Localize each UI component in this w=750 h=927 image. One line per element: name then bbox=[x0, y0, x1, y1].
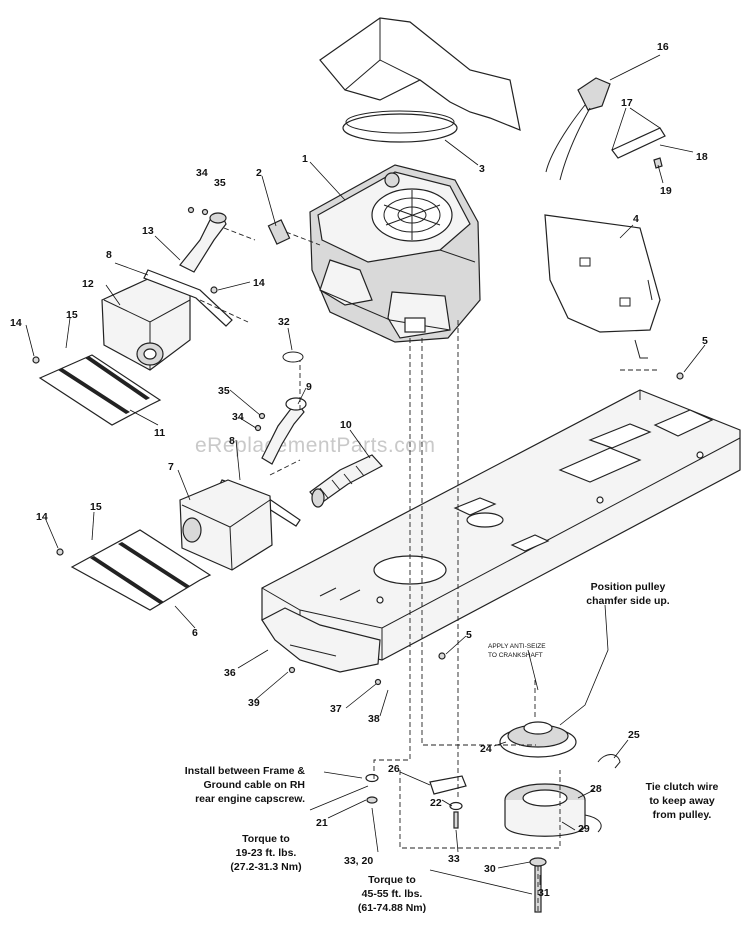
air-filter-shroud bbox=[319, 17, 521, 143]
callout-13: 13 bbox=[142, 225, 154, 237]
gasket-32 bbox=[282, 351, 304, 363]
callout-25: 25 bbox=[628, 729, 640, 741]
electric-clutch bbox=[504, 783, 602, 837]
pulley-bracket bbox=[429, 775, 467, 795]
callout-35-upper: 35 bbox=[214, 177, 226, 189]
throttle-cable bbox=[545, 77, 666, 181]
callout-2: 2 bbox=[256, 167, 262, 179]
torque1-note-line-1: Torque to bbox=[242, 833, 290, 845]
exhaust-pipe-upper bbox=[179, 212, 227, 273]
callout-36: 36 bbox=[224, 667, 236, 679]
screw-34-upper bbox=[187, 206, 195, 214]
heat-shield-plate bbox=[544, 214, 661, 359]
callout-15-upper: 15 bbox=[66, 309, 78, 321]
callout-6: 6 bbox=[192, 627, 198, 639]
bolt-33 bbox=[453, 811, 459, 829]
annotation-notes: Position pulley chamfer side up. APPLY A… bbox=[185, 581, 719, 914]
lower-heat-shield bbox=[70, 529, 212, 611]
callout-11: 11 bbox=[154, 427, 165, 439]
frame bbox=[261, 389, 741, 673]
callout-8-upper: 8 bbox=[106, 249, 112, 261]
callout-3: 3 bbox=[479, 163, 485, 175]
callout-18: 18 bbox=[696, 151, 708, 163]
callout-30: 30 bbox=[484, 863, 496, 875]
callout-4: 4 bbox=[633, 213, 639, 225]
washer-30 bbox=[529, 857, 547, 867]
bolt-5-frame bbox=[438, 652, 446, 660]
exhaust-elbow bbox=[261, 397, 307, 465]
callout-9: 9 bbox=[306, 381, 312, 393]
upper-heat-shield bbox=[38, 354, 162, 426]
callout-numbers: 1 2 3 4 5 5 6 7 8 8 9 10 11 12 13 14 14 … bbox=[10, 41, 708, 899]
nut-14-mid bbox=[210, 286, 218, 294]
torque2-note-line-1: Torque to bbox=[368, 874, 416, 886]
screw-35-upper bbox=[201, 208, 209, 216]
flex-pipe bbox=[309, 454, 383, 508]
pulley-note-line-1: Position pulley bbox=[591, 581, 666, 593]
clutch-note-line-3: from pulley. bbox=[653, 809, 712, 821]
callout-16: 16 bbox=[657, 41, 669, 53]
callout-1: 1 bbox=[302, 153, 308, 165]
install-note-line-1: Install between Frame & bbox=[185, 765, 306, 777]
callout-29: 29 bbox=[578, 823, 590, 835]
callout-14-lower: 14 bbox=[36, 511, 48, 523]
washer-21 bbox=[365, 773, 379, 783]
callout-14-mid: 14 bbox=[253, 277, 265, 289]
nut-14-lower bbox=[56, 548, 64, 556]
callout-33-20: 33, 20 bbox=[344, 855, 373, 867]
nut-14-upper bbox=[32, 356, 40, 364]
install-note-line-3: rear engine capscrew. bbox=[195, 793, 305, 805]
washer-22 bbox=[449, 801, 463, 811]
callout-19: 19 bbox=[660, 185, 672, 197]
callout-35-lower: 35 bbox=[218, 385, 230, 397]
callout-22: 22 bbox=[430, 797, 442, 809]
bolt-37 bbox=[374, 678, 382, 686]
callout-15-lower: 15 bbox=[90, 501, 102, 513]
callout-5-right: 5 bbox=[702, 335, 708, 347]
callout-24: 24 bbox=[480, 743, 492, 755]
washer-20 bbox=[366, 796, 378, 804]
callout-26: 26 bbox=[388, 763, 400, 775]
torque1-note-line-3: (27.2-31.3 Nm) bbox=[230, 861, 301, 873]
watermark-text: eReplacementParts.com bbox=[195, 434, 435, 457]
callout-33: 33 bbox=[448, 853, 460, 865]
upper-bracket bbox=[143, 269, 233, 327]
antiseize-note-line-2: TO CRANKSHAFT bbox=[488, 652, 543, 659]
callout-32: 32 bbox=[278, 316, 290, 328]
callout-37: 37 bbox=[330, 703, 342, 715]
callout-7: 7 bbox=[168, 461, 174, 473]
callout-28: 28 bbox=[590, 783, 602, 795]
bolt-5-right bbox=[676, 372, 684, 380]
antiseize-note-line-1: APPLY ANTI-SEIZE bbox=[488, 643, 546, 650]
callout-12: 12 bbox=[82, 278, 94, 290]
lower-muffler bbox=[179, 479, 273, 571]
callout-17: 17 bbox=[621, 97, 633, 109]
torque1-note-line-2: 19-23 ft. lbs. bbox=[236, 847, 297, 859]
install-note-line-2: Ground cable on RH bbox=[203, 779, 305, 791]
torque2-note-line-2: 45-55 ft. lbs. bbox=[362, 888, 423, 900]
pulley-note-line-2: chamfer side up. bbox=[586, 595, 670, 607]
callout-8-lower: 8 bbox=[229, 435, 235, 447]
callout-5-frame: 5 bbox=[466, 629, 472, 641]
callout-34-upper: 34 bbox=[196, 167, 208, 179]
callout-31: 31 bbox=[538, 887, 550, 899]
screw-34-lower bbox=[254, 424, 262, 432]
clutch-note-line-1: Tie clutch wire bbox=[646, 781, 719, 793]
screw-35-lower bbox=[258, 412, 266, 420]
engine-pulley bbox=[499, 721, 577, 758]
clutch-note-line-2: to keep away bbox=[649, 795, 715, 807]
callout-10: 10 bbox=[340, 419, 352, 431]
engine bbox=[309, 164, 481, 343]
callout-21: 21 bbox=[316, 817, 328, 829]
torque2-note-line-3: (61-74.88 Nm) bbox=[358, 902, 426, 914]
callout-38: 38 bbox=[368, 713, 380, 725]
callout-34-lower: 34 bbox=[232, 411, 244, 423]
bolt-39 bbox=[288, 666, 296, 674]
clutch-wire-clip bbox=[597, 754, 621, 769]
callout-39: 39 bbox=[248, 697, 260, 709]
callout-14-upper: 14 bbox=[10, 317, 22, 329]
upper-muffler bbox=[101, 277, 191, 371]
leader-lines bbox=[25, 54, 706, 895]
